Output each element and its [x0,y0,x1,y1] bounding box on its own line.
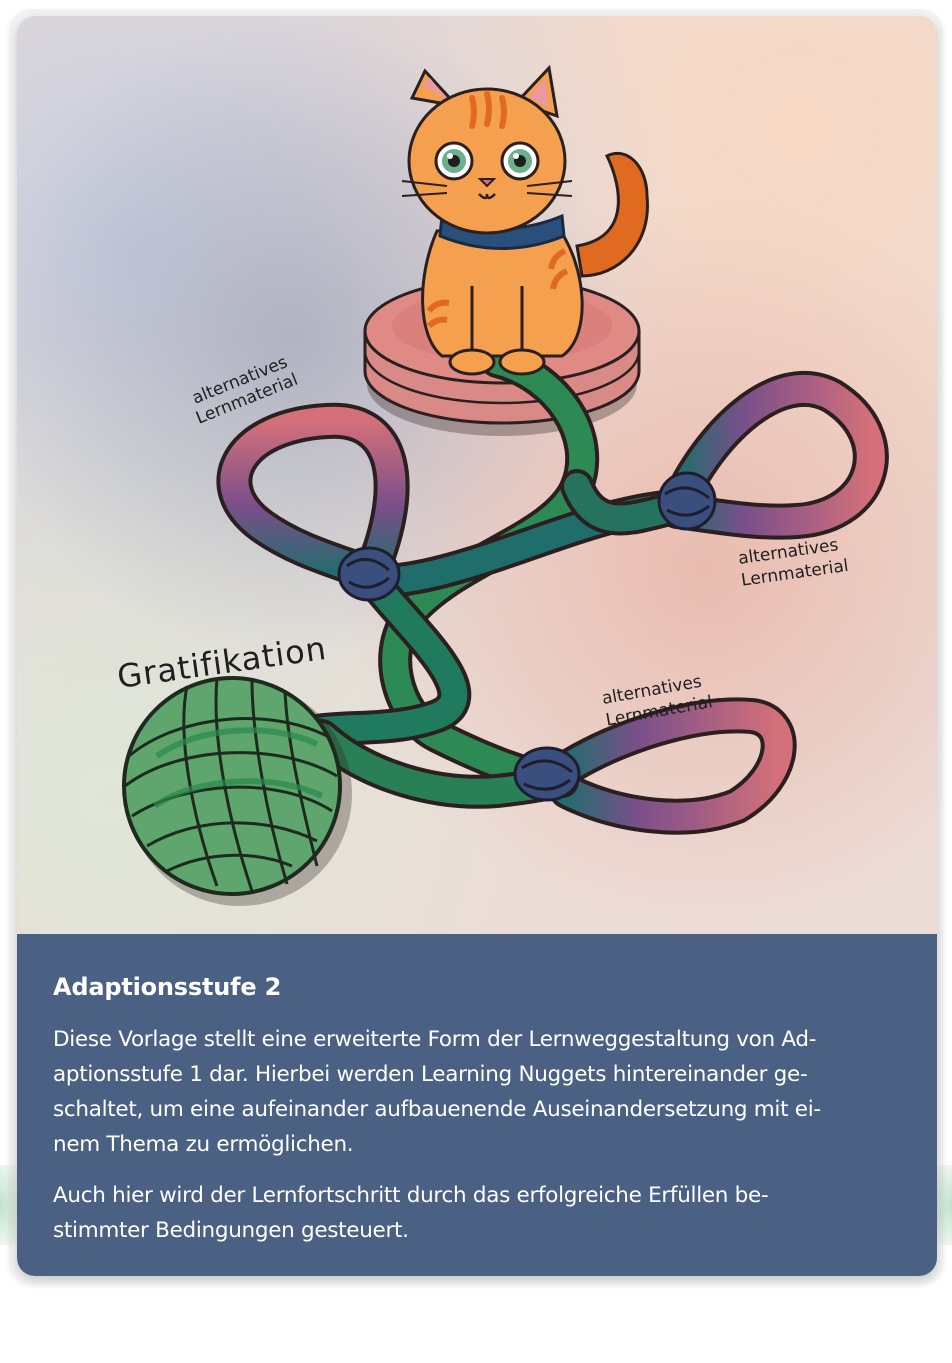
paragraph-1-line: schaltet, um eine aufeinander aufbauenen… [53,1097,821,1122]
paragraph-1-line: Diese Vorlage stellt eine erweiterte For… [53,1027,817,1052]
description-panel: Adaptionsstufe 2 Diese Vorlage stellt ei… [17,934,937,1276]
paragraph-2-line: Auch hier wird der Lernfortschritt durch… [53,1183,769,1208]
decorative-glow-left [0,1165,20,1245]
cat-character [401,64,649,376]
learning-path-illustration: alternatives Lernmaterial alternatives L… [17,16,937,934]
learning-path-card: alternatives Lernmaterial alternatives L… [17,16,937,1276]
paragraph-2-line: stimmter Bedingungen gesteuert. [53,1218,409,1243]
loop-right [659,371,889,540]
decorative-glow-right [932,1165,952,1245]
panel-title: Adaptionsstufe 2 [53,973,282,1001]
knot-right [657,471,717,531]
knot-bottom [513,746,581,802]
paragraph-1-line: nem Thema zu ermöglichen. [53,1132,354,1157]
panel-paragraph-2: Auch hier wird der Lernfortschritt durch… [53,1178,901,1248]
knot-left [337,546,401,602]
learning-path-rope [300,344,704,809]
yarn-ball [122,676,352,906]
paragraph-1-line: aptionsstufe 1 dar. Hierbei werden Learn… [53,1062,808,1087]
loop-top-left [216,402,410,594]
loop-bottom [544,697,797,835]
panel-paragraph-1: Diese Vorlage stellt eine erweiterte For… [53,1022,901,1162]
